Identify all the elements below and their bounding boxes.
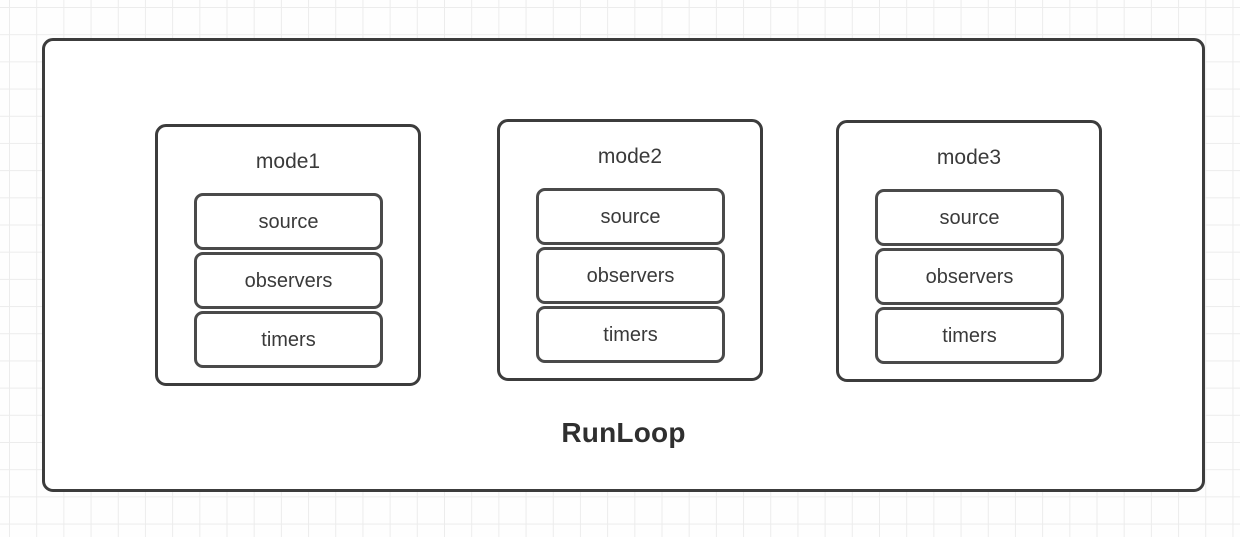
item-label-timers-mode3: timers: [942, 324, 997, 347]
item-label-source-mode2: source: [600, 205, 661, 228]
mode-box-mode2[interactable]: mode2 source observers timers: [497, 119, 763, 381]
item-label-observers-mode1: observers: [244, 269, 333, 292]
item-box-observers-mode3[interactable]: observers: [875, 248, 1064, 305]
item-label-source-mode1: source: [258, 210, 319, 233]
item-box-source-mode1[interactable]: source: [194, 193, 383, 250]
item-stack-mode2: source observers timers: [536, 188, 725, 363]
item-box-source-mode2[interactable]: source: [536, 188, 725, 245]
item-box-timers-mode3[interactable]: timers: [875, 307, 1064, 364]
mode-label-mode2: mode2: [597, 145, 663, 168]
item-label-observers-mode2: observers: [586, 264, 675, 287]
item-stack-mode1: source observers timers: [194, 193, 383, 368]
mode-label-mode1: mode1: [255, 150, 321, 173]
item-label-timers-mode2: timers: [603, 323, 658, 346]
runloop-label: RunLoop: [561, 417, 686, 448]
item-label-source-mode3: source: [939, 206, 1000, 229]
mode-box-mode1[interactable]: mode1 source observers timers: [155, 124, 421, 386]
item-stack-mode3: source observers timers: [875, 189, 1064, 364]
mode-box-mode3[interactable]: mode3 source observers timers: [836, 120, 1102, 382]
item-box-timers-mode1[interactable]: timers: [194, 311, 383, 368]
item-label-observers-mode3: observers: [925, 265, 1014, 288]
item-box-observers-mode2[interactable]: observers: [536, 247, 725, 304]
mode-label-mode3: mode3: [936, 146, 1002, 169]
item-label-timers-mode1: timers: [261, 328, 316, 351]
item-box-observers-mode1[interactable]: observers: [194, 252, 383, 309]
item-box-source-mode3[interactable]: source: [875, 189, 1064, 246]
item-box-timers-mode2[interactable]: timers: [536, 306, 725, 363]
runloop-container[interactable]: mode1 source observers timers mode2 sour…: [42, 38, 1205, 492]
